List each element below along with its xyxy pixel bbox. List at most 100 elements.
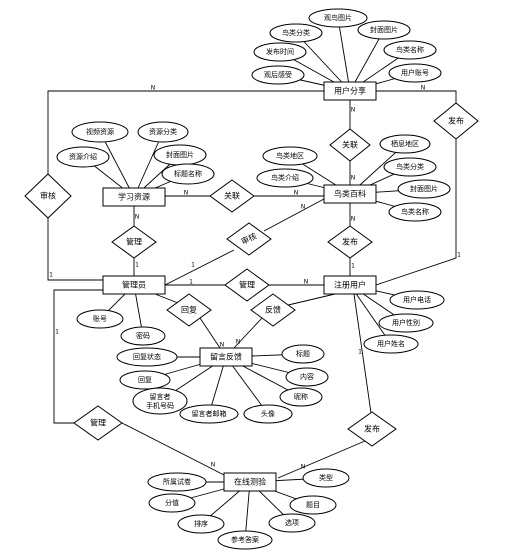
- relation-label: 关联: [342, 140, 358, 150]
- attr-line-share-title: [337, 17, 351, 92]
- attribute-test-question: 题目: [289, 495, 337, 515]
- attribute-fb-nickname: 昵称: [279, 387, 323, 407]
- relation-publish-wiki: 发布: [327, 225, 373, 259]
- attribute-test-options: 选项: [268, 513, 316, 533]
- entity-user-share: 用户分享: [323, 81, 377, 101]
- attr-label: 观后感受: [264, 70, 292, 79]
- attribute-test-answer: 参考答案: [217, 530, 273, 550]
- attr-label: 昵称: [294, 392, 308, 401]
- attr-label: 用户账号: [401, 68, 429, 77]
- attribute-test-paper: 所属试卷: [147, 472, 207, 492]
- relation-publish-share: 发布: [433, 102, 479, 140]
- entity-online-test: 在线测验: [223, 472, 277, 492]
- attr-line-share-bird-type: [295, 32, 351, 92]
- relation-audit-share: 审核: [226, 222, 272, 256]
- attr-label: 选项: [285, 518, 299, 527]
- attr-label: 标题: [296, 349, 310, 358]
- relation-label: 反馈: [265, 305, 281, 315]
- cardinality-one: 1: [358, 349, 362, 356]
- admin-to-manage-test-line: [53, 289, 103, 424]
- cardinality-n: N: [294, 190, 299, 197]
- attribute-share-bird-name: 鸟类名称: [383, 40, 437, 60]
- cardinality-one: 1: [49, 272, 53, 279]
- attr-label: 封面图片: [370, 25, 398, 34]
- attr-label: 排序: [194, 519, 208, 528]
- attr-line-test-answer: [244, 481, 251, 541]
- attr-label: 回复状态: [133, 352, 161, 361]
- attr-label: 鸟类介绍: [271, 173, 299, 182]
- attr-label: 内容: [300, 372, 314, 381]
- attribute-res-type: 资源分类: [137, 121, 189, 143]
- cardinality-n: N: [301, 204, 306, 211]
- cardinality-one: 1: [191, 262, 195, 269]
- attribute-res-cover: 封面图片: [153, 144, 207, 166]
- attribute-user-phone: 用户电话: [389, 290, 445, 310]
- attr-line-res-video: [99, 131, 135, 198]
- attr-label: 用户性别: [392, 318, 420, 327]
- attr-label: 鸟类名称: [396, 45, 424, 54]
- attribute-fb-reply: 回复: [119, 370, 171, 390]
- attr-label: 鸟类地区: [276, 151, 304, 160]
- attr-label: 栖息地区: [391, 139, 419, 148]
- attr-label: 发布时间: [266, 47, 294, 56]
- attribute-share-title: 观鸟图片: [308, 8, 368, 28]
- cardinality-n: N: [135, 214, 140, 221]
- attr-label: 所属试卷: [163, 477, 191, 486]
- attribute-wiki-intro: 鸟类介绍: [256, 168, 314, 188]
- attr-line-res-type: [133, 131, 164, 198]
- publish-to-user-line: [375, 130, 457, 286]
- attr-label: 鸟类分类: [282, 28, 310, 37]
- relation-manage-test: 管理: [73, 405, 123, 441]
- relation-label: 管理: [126, 237, 142, 247]
- attr-label: 鸟类名称: [401, 207, 429, 216]
- attribute-admin-account: 账号: [76, 309, 124, 329]
- cardinality-n: N: [304, 279, 309, 286]
- attr-label: 分值: [165, 498, 179, 507]
- attr-label: 观鸟图片: [324, 13, 352, 22]
- entity-study-resource: 学习资源: [102, 187, 166, 207]
- attribute-wiki-type: 鸟类分类: [383, 157, 437, 177]
- admin-to-audit-line: [164, 249, 235, 286]
- relation-relate-study: 关联: [209, 179, 255, 213]
- attr-label: 鸟类分类: [396, 162, 424, 171]
- manage-to-test-line: [121, 422, 227, 477]
- attr-label: 封面图片: [166, 150, 194, 159]
- relation-label: 管理: [90, 418, 106, 428]
- attr-label: 头像: [261, 409, 275, 418]
- attr-label: 参考答案: [231, 535, 259, 544]
- attribute-wiki-cover: 封面图片: [397, 179, 451, 199]
- attribute-test-order: 排序: [177, 514, 225, 534]
- entity-message-feedback: 留言反馈: [199, 347, 253, 367]
- attribute-fb-content: 内容: [285, 367, 329, 387]
- entity-label: 用户分享: [334, 86, 366, 96]
- attribute-share-cover: 封面图片: [357, 20, 411, 40]
- attribute-fb-email: 留言者邮箱: [179, 404, 239, 424]
- feedback-rel-to-entity-line: [233, 317, 263, 349]
- relation-label: 审核: [40, 191, 56, 201]
- attr-text-line-1: 留言者: [150, 392, 171, 401]
- user-to-feedback-line: [283, 293, 336, 307]
- attr-label: 用户电话: [403, 295, 431, 304]
- share-to-review-line: [47, 90, 324, 185]
- attribute-share-account: 用户账号: [388, 63, 442, 83]
- attribute-res-title: 标题名称: [161, 163, 215, 185]
- attribute-share-time: 发布时间: [253, 42, 307, 62]
- relation-publish-test: 发布: [347, 411, 397, 447]
- relation-label: 发布: [364, 424, 380, 434]
- attr-label: 封面图片: [410, 184, 438, 193]
- reply-to-feedback-line: [199, 317, 221, 349]
- attr-label: 资源介绍: [69, 152, 97, 161]
- attr-label: 视频资源: [86, 127, 114, 136]
- relation-label: 关联: [224, 191, 240, 201]
- attribute-res-video: 视频资源: [71, 121, 129, 143]
- cardinality-n: N: [351, 175, 356, 182]
- attr-line-share-cover: [349, 29, 385, 92]
- cardinality-n: N: [351, 107, 356, 114]
- relation-manage-study: 管理: [111, 225, 157, 259]
- cardinality-one: 1: [457, 252, 461, 259]
- relation-reply: 回复: [166, 293, 212, 327]
- attribute-wiki-name: 鸟类名称: [388, 202, 442, 222]
- relation-feedback: 反馈: [250, 293, 296, 327]
- attribute-wiki-habitat: 栖息地区: [379, 134, 431, 154]
